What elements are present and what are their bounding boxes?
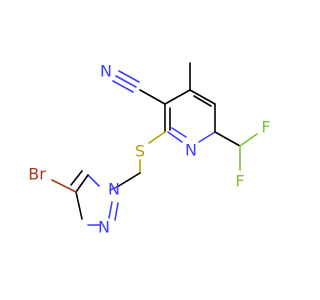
bromine-label: Br xyxy=(28,165,46,184)
nitrile-n-label: N xyxy=(100,62,112,81)
fluorine-top-label: F xyxy=(261,118,270,137)
pyrazole-n1-label: N xyxy=(108,180,120,199)
fluorine-bottom-label: F xyxy=(235,172,244,191)
thioether-linker: S xyxy=(116,131,166,188)
pyridine-n-label: N xyxy=(185,141,197,160)
sulfur-label: S xyxy=(135,142,145,161)
difluoromethyl-group: F F xyxy=(214,118,271,191)
molecule-diagram: N F F S xyxy=(28,62,271,237)
molecule-structure-canvas: N F F S xyxy=(28,62,271,237)
nitrile-group: N xyxy=(100,62,166,105)
bromine-group: Br xyxy=(28,165,77,193)
pyridine-ring-bonds xyxy=(164,89,216,143)
pyrazole-n2-label: N xyxy=(98,218,110,237)
pyrazole-ring-bonds xyxy=(70,170,119,226)
